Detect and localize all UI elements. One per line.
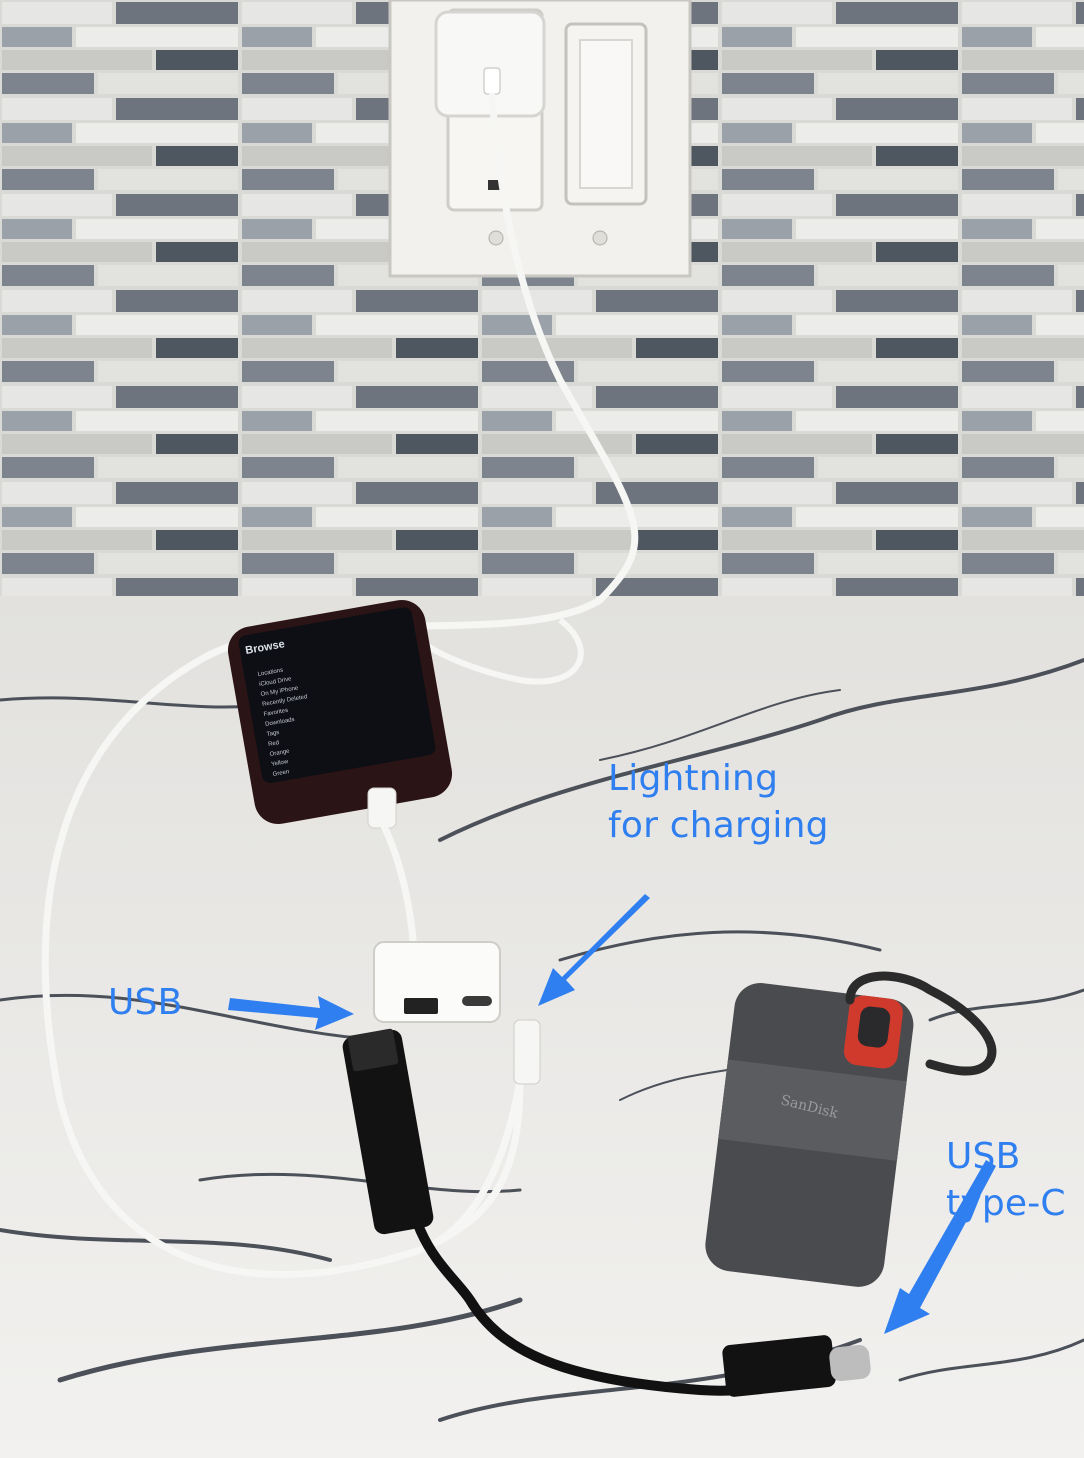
usb-c-plug: [722, 1335, 836, 1397]
phone-screen-item: Favorites: [263, 708, 288, 718]
phone-screen-item: Tags: [266, 730, 280, 738]
label-usb-c-line2: type-C: [946, 1182, 1066, 1224]
sandisk-ssd: [705, 983, 914, 1287]
marble-counter: [0, 596, 1084, 1458]
arrow-usb: [228, 996, 354, 1030]
annotation-arrows: [228, 894, 996, 1334]
label-lightning-line1: Lightning: [608, 758, 779, 799]
label-usb-line1: USB: [108, 982, 183, 1023]
carabiner: [845, 971, 997, 1076]
arrow-lightning: [538, 894, 650, 1006]
phone-screen-item: Orange: [269, 748, 290, 757]
power-adapter: [434, 10, 546, 118]
lightning-plug: [367, 787, 397, 829]
loose-lightning-connector: [513, 1019, 541, 1085]
label-usb: USB: [108, 980, 183, 1027]
lightning-usb-adapter: [373, 941, 501, 1023]
phone-screen-item: Locations: [257, 668, 283, 678]
label-usb-c-line1: USB: [946, 1136, 1021, 1177]
phone-screen-item: iCloud Drive: [259, 676, 293, 688]
charging-cable: [41, 92, 639, 1278]
label-lightning: Lightning for charging: [608, 756, 829, 850]
phone-screen-item: Downloads: [265, 717, 295, 728]
phone-screen-item: Yellow: [271, 759, 290, 768]
label-usb-c: USB type-C: [946, 1134, 1066, 1228]
phone-screen-item: Green: [272, 769, 289, 778]
iphone: [227, 599, 453, 825]
usb-a-plug: [342, 1029, 434, 1235]
arrow-usbc: [884, 1160, 996, 1334]
phone-screen-item: Red: [268, 740, 280, 748]
label-lightning-line2: for charging: [608, 804, 829, 846]
